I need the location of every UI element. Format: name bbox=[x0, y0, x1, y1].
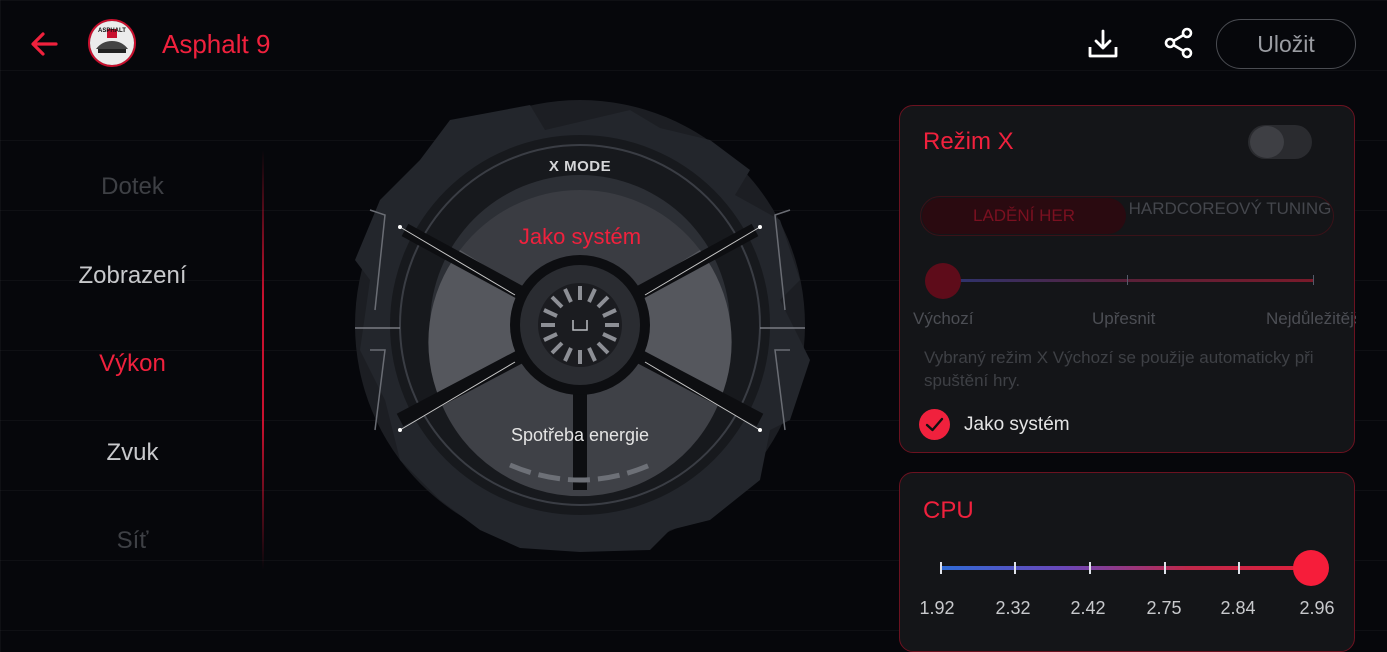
cpu-panel bbox=[899, 472, 1355, 652]
save-button[interactable]: Uložit bbox=[1216, 19, 1356, 69]
cpu-title: CPU bbox=[923, 497, 974, 524]
xmode-dial bbox=[355, 100, 810, 552]
cpu-value: 2.42 bbox=[1070, 598, 1106, 618]
dial-power-label[interactable]: Spotřeba energie bbox=[510, 425, 650, 445]
sidebar-item-sound[interactable]: Zvuk bbox=[106, 439, 159, 466]
sidebar-item-performance[interactable]: Výkon bbox=[99, 350, 166, 377]
segment-game-tuning[interactable]: LADĚNÍ HER bbox=[922, 198, 1126, 234]
segment-hardcore-tuning[interactable]: HARDCOREOVÝ TUNING bbox=[1128, 199, 1332, 218]
cpu-value: 2.75 bbox=[1146, 598, 1182, 618]
system-checkbox[interactable] bbox=[919, 409, 950, 440]
dial-mode-label[interactable]: Jako systém bbox=[518, 224, 642, 249]
cpu-value: 1.92 bbox=[919, 598, 955, 618]
share-icon[interactable] bbox=[1162, 26, 1196, 60]
cpu-value: 2.32 bbox=[995, 598, 1031, 618]
cpu-slider-tick bbox=[1238, 562, 1240, 574]
xmode-slider-thumb[interactable] bbox=[925, 263, 961, 299]
slider-label-default: Výchozí bbox=[913, 309, 974, 328]
cpu-slider-tick bbox=[1014, 562, 1016, 574]
xmode-description: Vybraný režim X Výchozí se použije autom… bbox=[924, 348, 1314, 390]
app-icon: ASPHALT bbox=[88, 19, 136, 67]
xmode-toggle-knob bbox=[1250, 126, 1284, 158]
tuning-segmented-control bbox=[920, 196, 1334, 236]
checkmark-icon bbox=[925, 417, 944, 432]
sidebar-item-display[interactable]: Zobrazení bbox=[78, 262, 187, 289]
system-checkbox-label: Jako systém bbox=[964, 414, 1070, 435]
app-title: Asphalt 9 bbox=[162, 29, 271, 59]
cpu-value: 2.84 bbox=[1220, 598, 1256, 618]
xmode-slider-track[interactable] bbox=[942, 279, 1314, 282]
cpu-slider-tick bbox=[940, 562, 942, 574]
cpu-slider-tick bbox=[1089, 562, 1091, 574]
sidebar-item-network[interactable]: Síť bbox=[116, 527, 149, 554]
back-arrow-icon[interactable] bbox=[28, 28, 60, 60]
download-icon[interactable] bbox=[1086, 27, 1120, 61]
xmode-slider-tick bbox=[1127, 275, 1128, 285]
cpu-slider-track[interactable] bbox=[940, 566, 1312, 570]
app-icon-text: ASPHALT bbox=[98, 28, 126, 34]
xmode-title: Režim X bbox=[923, 128, 1014, 155]
sidebar-divider bbox=[262, 150, 264, 570]
cpu-slider-tick bbox=[1164, 562, 1166, 574]
slider-label-refine: Upřesnit bbox=[1092, 309, 1156, 328]
xmode-slider-tick bbox=[1313, 275, 1314, 285]
cpu-value: 2.96 bbox=[1299, 598, 1335, 618]
slider-label-max: Nejdůležitější bbox=[1266, 309, 1356, 328]
cpu-slider-thumb[interactable] bbox=[1293, 550, 1329, 586]
xmode-badge: X MODE bbox=[548, 158, 612, 175]
sidebar-item-touch[interactable]: Dotek bbox=[101, 173, 164, 200]
